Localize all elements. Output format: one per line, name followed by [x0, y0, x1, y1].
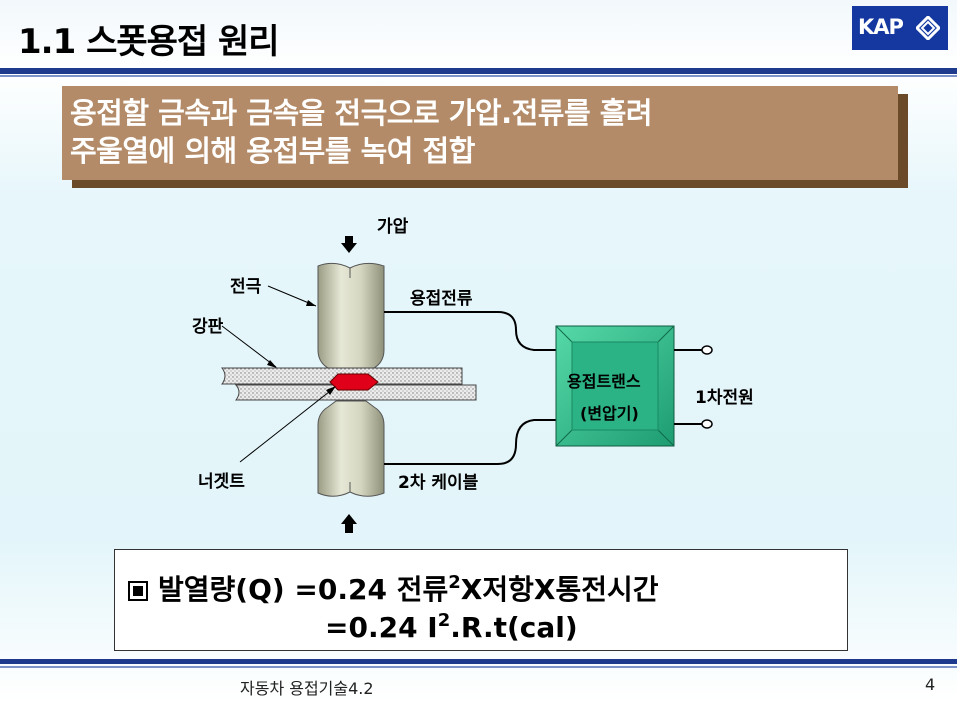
secondary-cable	[384, 419, 556, 465]
primary-power-label: 1차전원	[695, 388, 754, 408]
footer-divider-thin	[0, 666, 957, 668]
nugget-leader	[239, 387, 335, 463]
welding-transformer	[555, 325, 675, 447]
formula-line-2-sup: 2	[437, 610, 451, 631]
electrode-label: 전극	[230, 277, 262, 297]
formula-line-1-main: 발열량(Q) =0.24 전류	[158, 573, 449, 606]
welding-current-label: 용접전류	[410, 289, 473, 309]
formula-line-1-rest: X저항X통전시간	[460, 573, 659, 606]
footer-text: 자동차 용접기술4.2	[240, 679, 374, 698]
formula-line-2: =0.24 I2.R.t(cal)	[325, 610, 578, 644]
formula-line-2-rest: .R.t(cal)	[450, 611, 578, 644]
pressure-label: 가압	[377, 217, 409, 237]
lower-electrode	[317, 400, 385, 497]
summary-banner: 용접할 금속과 금속을 전극으로 가압.전류를 흘려 주울열에 의해 용접부를 …	[62, 86, 898, 180]
page-title: 1.1 스폿용접 원리	[18, 22, 280, 62]
arrow-down-icon	[341, 236, 357, 253]
formula-line-1: 발열량(Q) =0.24 전류2X저항X통전시간	[128, 568, 659, 608]
formula-box	[114, 549, 848, 651]
arrow-up-icon	[341, 514, 357, 533]
plate-leader	[221, 325, 277, 368]
steel-plate-label: 강판	[192, 317, 224, 337]
weld-nugget	[329, 373, 379, 391]
diamond-logo-icon	[916, 16, 940, 40]
transformer-label: 용접트랜스	[567, 372, 641, 391]
page-number: 4	[925, 675, 936, 694]
banner-line-2: 주울열에 의해 용접부를 녹여 접합	[70, 134, 475, 168]
upper-electrode	[317, 262, 385, 375]
footer-divider	[0, 659, 957, 664]
header-divider-thin	[0, 75, 957, 77]
logo-text: KAP	[858, 15, 904, 39]
formula-line-2-main: =0.24 I	[325, 611, 438, 644]
welding-current-cable	[384, 311, 556, 351]
kap-logo: KAP	[852, 6, 948, 50]
transformer-sublabel: (변압기)	[580, 404, 639, 423]
nugget-label: 너겟트	[198, 472, 245, 492]
square-bullet-icon	[128, 581, 148, 601]
header-divider	[0, 68, 957, 74]
secondary-cable-label: 2차 케이블	[398, 473, 479, 493]
banner-line-1: 용접할 금속과 금속을 전극으로 가압.전류를 흘려	[70, 96, 653, 130]
formula-line-1-sup: 2	[448, 572, 461, 593]
